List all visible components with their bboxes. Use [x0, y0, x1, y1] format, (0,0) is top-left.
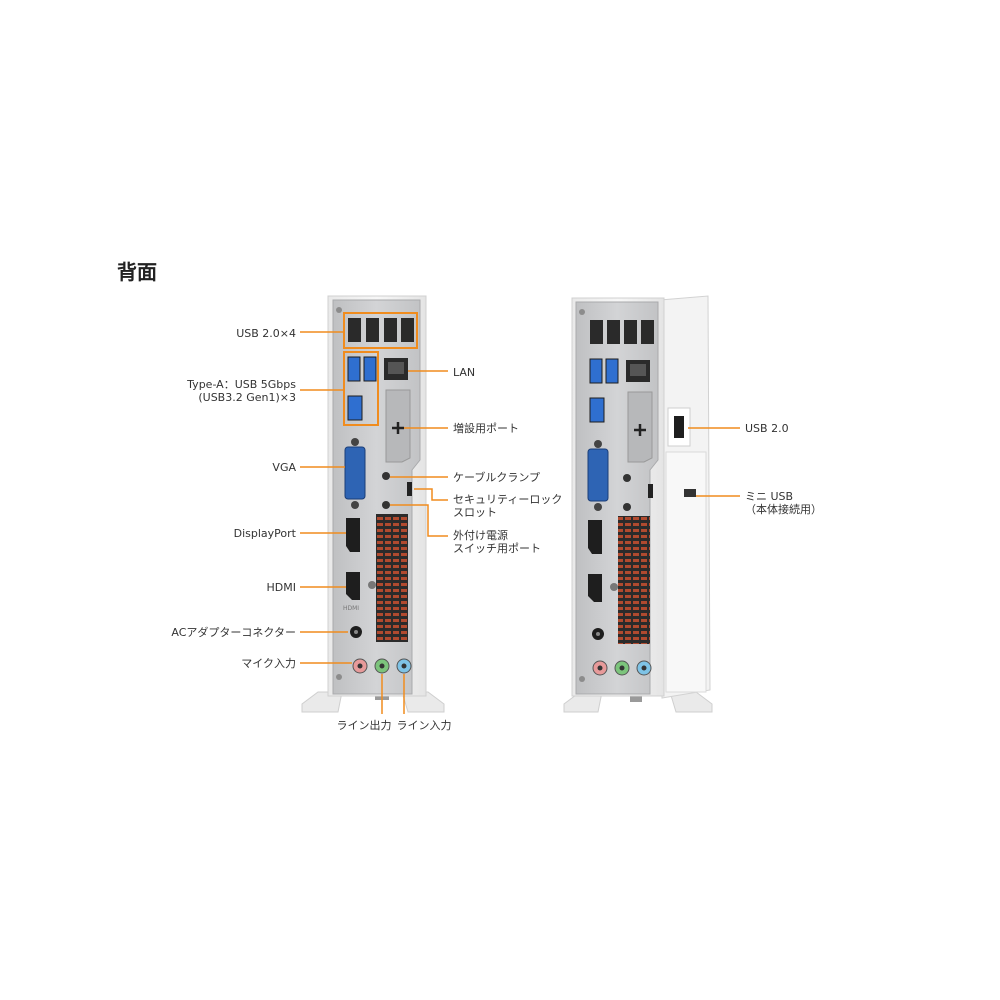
label-mini-usb: ミニ USB （本体接続用） [745, 490, 822, 516]
usb3-ports [347, 356, 377, 421]
device-left: HDMI [301, 295, 445, 713]
label-usb20: USB 2.0 [745, 422, 789, 435]
vent-grille [376, 514, 408, 642]
side-usb20-port [674, 416, 684, 438]
screw-icon [336, 674, 342, 680]
label-displayport: DisplayPort [233, 527, 296, 540]
hdmi-port [346, 572, 360, 600]
label-ac-adapter: ACアダプターコネクター [171, 626, 296, 639]
label-line-out: ライン出力 [336, 719, 392, 732]
callout-line-security [414, 488, 448, 501]
usb20-ports [348, 318, 414, 342]
label-vga: VGA [272, 461, 296, 474]
label-typea-usb: Type-A：USB 5Gbps (USB3.2 Gen1)×3 [187, 378, 296, 404]
callout-line-ext-power [390, 504, 448, 537]
label-expansion-port: 増設用ポート [453, 422, 519, 435]
screw-icon [579, 309, 585, 315]
vga-port [344, 446, 366, 500]
label-lan: LAN [453, 366, 476, 379]
callout-lines [300, 331, 740, 714]
vent-grille [618, 516, 650, 644]
ext-power-switch-port [382, 501, 390, 509]
plus-icon [392, 422, 404, 434]
screw-icon [579, 676, 585, 682]
screw-icon [336, 307, 342, 313]
label-security-slot: セキュリティーロック スロット [453, 493, 563, 519]
label-mic-input: マイク入力 [241, 657, 296, 670]
label-hdmi: HDMI [266, 581, 296, 594]
plus-icon [634, 424, 646, 436]
cable-clamp [382, 472, 390, 480]
security-lock-slot [407, 482, 412, 496]
hdmi-logo: HDMI [343, 605, 359, 612]
displayport-port [346, 518, 360, 552]
label-cable-clamp: ケーブルクランプ [453, 471, 541, 484]
page-title: 背面 [117, 260, 157, 284]
device-right [563, 295, 713, 713]
label-line-in: ライン入力 [396, 719, 452, 732]
callout-box-usb20 [343, 312, 418, 349]
callout-box-usb3 [343, 351, 379, 426]
label-usb20x4: USB 2.0×4 [236, 327, 296, 340]
mini-usb-port [684, 489, 696, 497]
label-ext-power-switch: 外付け電源 スイッチ用ポート [453, 529, 541, 555]
